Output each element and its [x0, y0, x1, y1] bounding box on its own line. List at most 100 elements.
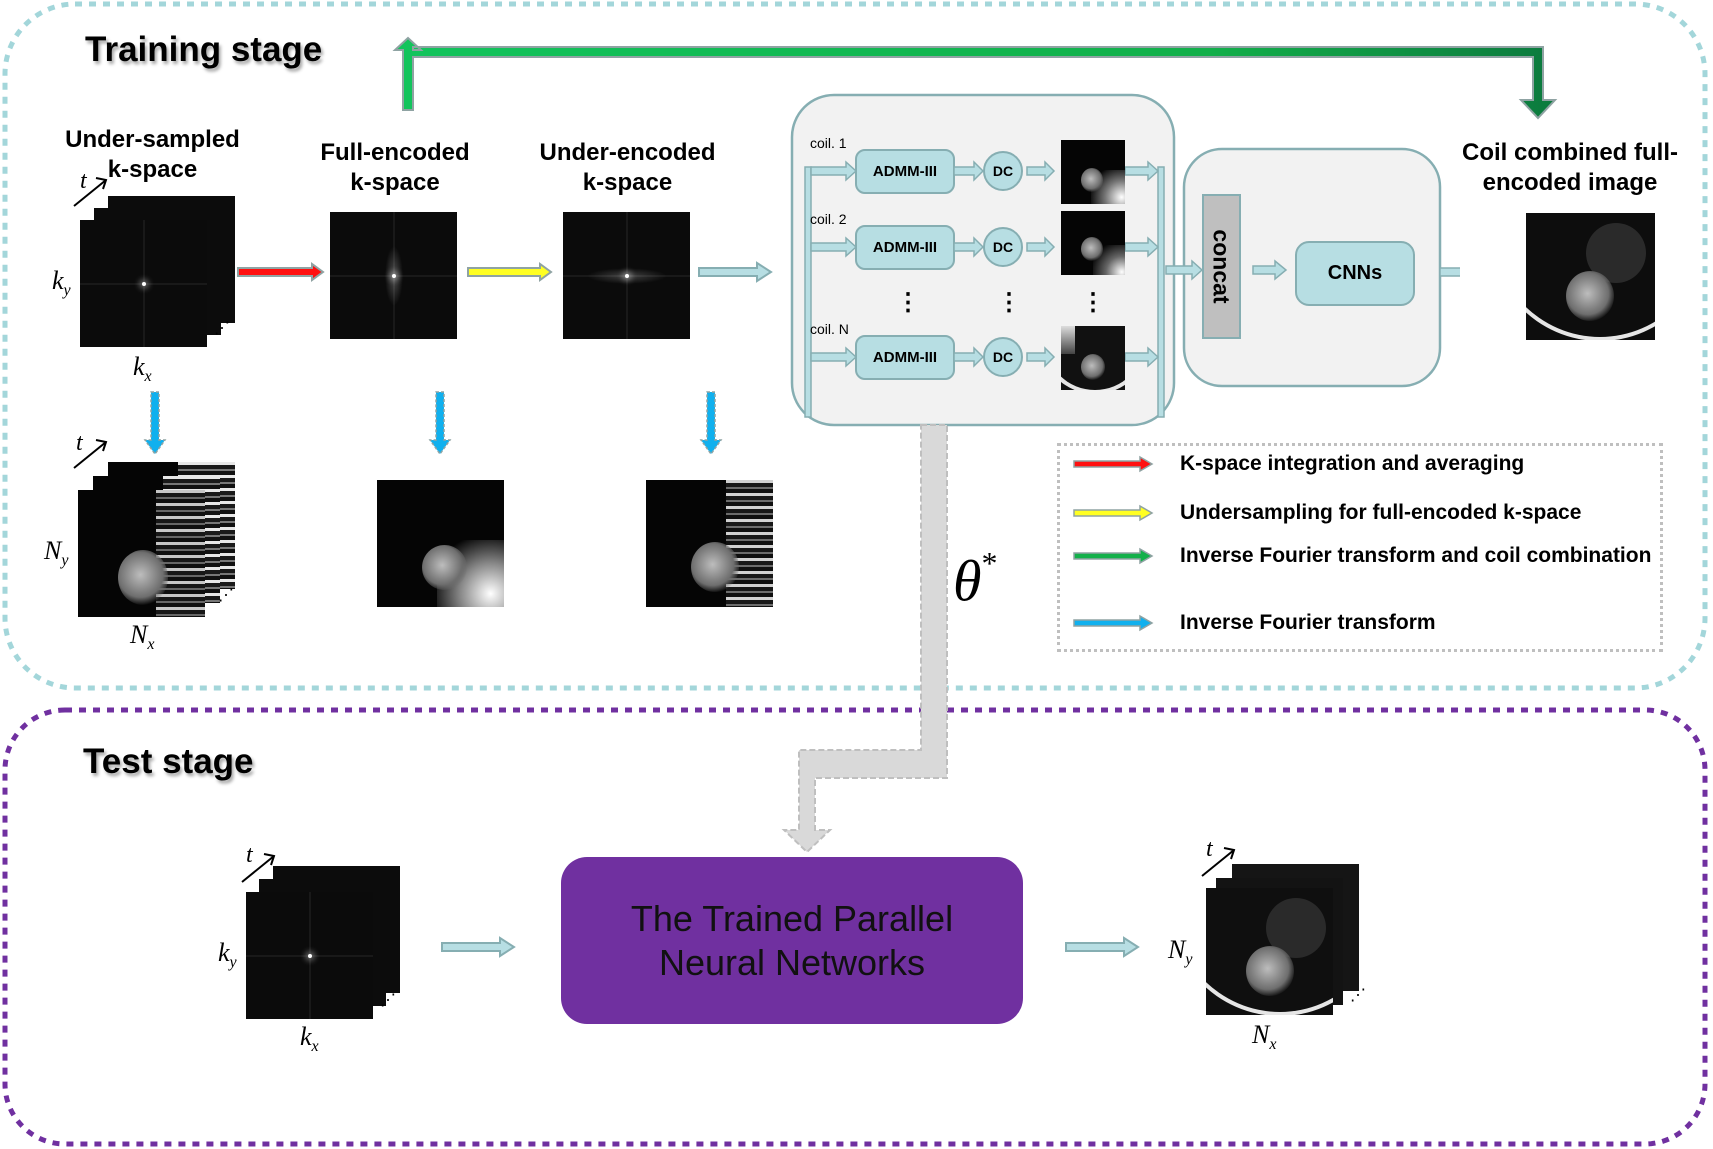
admm-to-dc-arrow: [953, 346, 985, 368]
coil-2-image: [1061, 211, 1125, 275]
heading-line: k-space: [350, 169, 440, 196]
cnns-label: CNNs: [1327, 262, 1383, 284]
ift-arrow-3: [699, 391, 723, 456]
trained-network-box: The Trained Parallel Neural Networks: [561, 857, 1023, 1024]
legend-label: Inverse Fourier transform and coil combi…: [1180, 544, 1652, 567]
legend-label: Inverse Fourier transform: [1180, 611, 1436, 634]
time-axis-arrow-icon: [73, 439, 108, 469]
ny-axis-label: Ny: [1168, 935, 1192, 969]
test-stage-title: Test stage: [83, 742, 254, 781]
coil-label: coil. 1: [810, 135, 847, 151]
dc-to-image-arrow: [1026, 236, 1056, 258]
legend-item: Undersampling for full-encoded k-space: [1070, 501, 1660, 526]
coil-input-arrow: [810, 160, 858, 182]
coil-combined-image-heading: Coil combined full- encoded image: [1440, 138, 1700, 198]
bus-to-concat-arrow: [1165, 259, 1204, 281]
stack-ellipsis: ⋰: [218, 587, 234, 604]
axis-symbol: k: [133, 352, 145, 381]
coil-input-arrow: [810, 346, 858, 368]
dc-node: [983, 337, 1023, 377]
cnns-block: [1295, 241, 1415, 306]
heading-line: Coil combined full-: [1462, 139, 1678, 166]
axis-symbol: N: [44, 536, 62, 565]
concat-label: concat: [1209, 229, 1236, 304]
kspace-image: [80, 220, 207, 347]
axis-subscript: y: [61, 552, 69, 570]
dc-to-image-arrow: [1026, 346, 1056, 368]
time-axis-arrow-icon: [241, 853, 276, 883]
t-axis-label: t: [76, 430, 83, 456]
stack-ellipsis: ⋰: [214, 320, 230, 337]
admm-block-label: ADMM-III: [872, 239, 938, 256]
output-bus: [1157, 166, 1165, 418]
coil-label: coil. 2: [810, 211, 847, 227]
kspace-averaging-arrow: [237, 262, 325, 282]
axis-symbol: k: [300, 1022, 312, 1051]
admm-block-label: ADMM-III: [872, 349, 938, 366]
coil-1-image: [1061, 140, 1125, 204]
network-label-line: Neural Networks: [658, 941, 926, 983]
axis-symbol: N: [1252, 1020, 1270, 1049]
coil-label: coil. N: [810, 321, 849, 337]
axis-subscript: x: [147, 636, 155, 654]
trained-parameters-arrow: [781, 424, 948, 854]
dc-label: DC: [992, 163, 1014, 179]
test-output-arrow: [1065, 936, 1140, 958]
cnn-to-output-arrow: [1439, 267, 1460, 277]
axis-subscript: y: [63, 282, 71, 300]
dc-label: DC: [992, 349, 1014, 365]
vertical-ellipsis: ⋮: [997, 289, 1021, 316]
heading-line: Full-encoded: [320, 139, 470, 166]
green-elbow-arrow: [392, 36, 1558, 120]
ky-axis-label: ky: [52, 266, 71, 300]
axis-subscript: x: [1269, 1036, 1277, 1054]
concat-block: [1202, 194, 1241, 339]
concat-to-cnn-arrow: [1252, 259, 1288, 281]
axis-subscript: y: [229, 954, 237, 972]
time-axis-arrow-icon: [73, 177, 108, 207]
undersampling-arrow: [467, 262, 553, 282]
coil-n-image: [1061, 326, 1125, 390]
full-encoded-kspace-image: [330, 212, 457, 339]
vertical-ellipsis: ⋮: [896, 289, 920, 316]
legend-arrow-icon: [1073, 547, 1154, 565]
heading-line: k-space: [582, 169, 673, 196]
theta-superscript: *: [981, 545, 998, 581]
axis-subscript: x: [311, 1038, 319, 1056]
test-kspace-image: [246, 892, 373, 1019]
under-encoded-mri-image: [646, 480, 773, 607]
t-axis-label: t: [1206, 836, 1213, 862]
t-axis-label: t: [246, 842, 253, 868]
ny-axis-label: Ny: [44, 536, 68, 570]
input-bus: [804, 166, 812, 418]
test-stage-frame: [2, 707, 1708, 1147]
heading-line: encoded image: [1482, 169, 1658, 196]
image-to-bus-arrow: [1124, 236, 1160, 258]
image-to-bus-arrow: [1124, 160, 1160, 182]
theta-star-label: θ*: [953, 540, 998, 610]
heading-line: k-space: [107, 156, 198, 183]
axis-symbol: N: [1168, 935, 1186, 964]
axis-symbol: N: [130, 620, 148, 649]
dc-node: [983, 227, 1023, 267]
legend-item: Inverse Fourier transform and coil combi…: [1070, 544, 1660, 569]
stack-ellipsis: ⋰: [1350, 987, 1366, 1004]
kx-axis-label: kx: [300, 1022, 319, 1056]
ift-arrow-2: [428, 391, 452, 456]
aliased-mri-image: [78, 490, 205, 617]
stack-ellipsis: ⋰: [380, 992, 396, 1009]
legend-label: K-space integration and averaging: [1180, 452, 1525, 475]
test-input-arrow: [441, 936, 516, 958]
time-axis-arrow-icon: [1201, 847, 1236, 877]
axis-symbol: k: [218, 938, 230, 967]
ift-arrow-1: [143, 391, 167, 456]
under-encoded-kspace-heading: Under-encoded k-space: [520, 138, 735, 198]
kx-axis-label: kx: [133, 352, 152, 386]
admm-to-dc-arrow: [953, 160, 985, 182]
admm-to-dc-arrow: [953, 236, 985, 258]
concat-label-wrap: concat: [1203, 195, 1240, 338]
dc-label: DC: [992, 239, 1014, 255]
nx-axis-label: Nx: [130, 620, 154, 654]
admm-block-label: ADMM-III: [872, 163, 938, 180]
